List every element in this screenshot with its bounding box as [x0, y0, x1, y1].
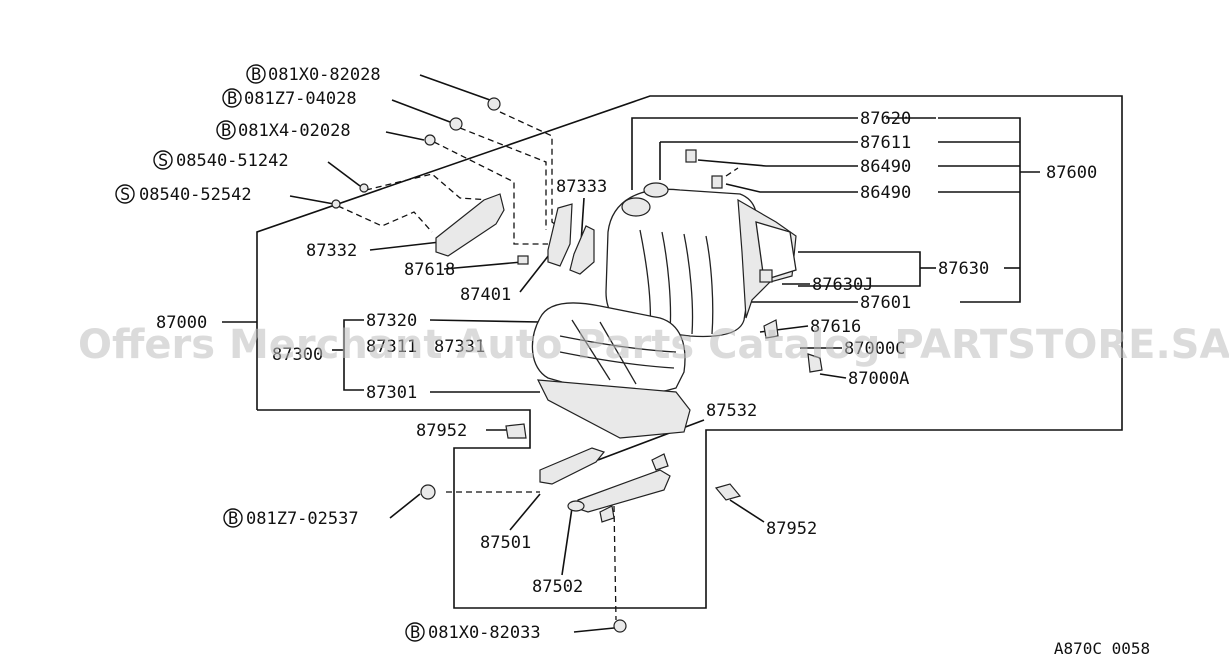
dashed-connectors — [337, 111, 739, 621]
fastener-code: 081Z7-02537 — [246, 509, 359, 529]
part-label-87952: 87952 — [766, 519, 817, 539]
part-label-87332: 87332 — [306, 241, 357, 261]
hinge-parts — [435, 193, 823, 439]
fastener-type-symbol: B — [228, 509, 238, 529]
part-label-87616: 87616 — [810, 317, 861, 337]
fastener-code: 081X0-82028 — [268, 65, 381, 85]
part-label-87952: 87952 — [416, 421, 467, 441]
fastener-code: 081X0-82033 — [428, 623, 541, 643]
part-label-87301: 87301 — [366, 383, 417, 403]
part-label-87300: 87300 — [272, 345, 323, 365]
part-label-87333: 87333 — [556, 177, 607, 197]
watermark-text: Offers Merchant Auto Parts Catalog PARTS… — [78, 322, 1229, 368]
fastener-type-symbol: S — [120, 185, 130, 205]
fastener-type-symbol: B — [251, 65, 261, 85]
fastener-type-symbol: B — [227, 89, 237, 109]
part-labels: 87620 87611 86490 86490 87600 87333 8733… — [156, 109, 1097, 597]
part-label-87401: 87401 — [460, 285, 511, 305]
part-label-87311: 87311 — [366, 337, 417, 357]
part-label-87532: 87532 — [706, 401, 757, 421]
seat-back-drawing — [605, 149, 797, 338]
part-label-87501: 87501 — [480, 533, 531, 553]
part-label-87630j: 87630J — [812, 275, 873, 295]
fastener-type-symbol: B — [221, 121, 231, 141]
leader-lines — [289, 74, 1020, 633]
part-label-86490: 86490 — [860, 183, 911, 203]
part-label-87000c: 87000C — [844, 339, 905, 359]
part-label-87331: 87331 — [434, 337, 485, 357]
fastener-type-symbol: B — [410, 623, 420, 643]
part-label-87320: 87320 — [366, 311, 417, 331]
part-label-87601: 87601 — [860, 293, 911, 313]
part-label-87600: 87600 — [1046, 163, 1097, 183]
part-label-87000: 87000 — [156, 313, 207, 333]
bolt-icons — [331, 97, 627, 633]
part-label-86490: 86490 — [860, 157, 911, 177]
part-label-87502: 87502 — [532, 577, 583, 597]
fastener-type-symbol: S — [158, 151, 168, 171]
fastener-code: 08540-52542 — [139, 185, 252, 205]
fastener-code: 081X4-02028 — [238, 121, 351, 141]
part-label-87620: 87620 — [860, 109, 911, 129]
fastener-code: 08540-51242 — [176, 151, 289, 171]
assembly-outline — [222, 95, 1123, 609]
part-label-87630: 87630 — [938, 259, 989, 279]
part-label-87618: 87618 — [404, 260, 455, 280]
seat-rail-drawing — [539, 447, 742, 523]
diagram-code: A870C 0058 — [1054, 639, 1150, 658]
seat-cushion-drawing — [531, 302, 691, 439]
fastener-code: 081Z7-04028 — [244, 89, 357, 109]
part-label-87611: 87611 — [860, 133, 911, 153]
fastener-labels: B 081X0-82028 B 081Z7-04028 B 081X4-0202… — [115, 64, 541, 643]
part-label-87000a: 87000A — [848, 369, 909, 389]
